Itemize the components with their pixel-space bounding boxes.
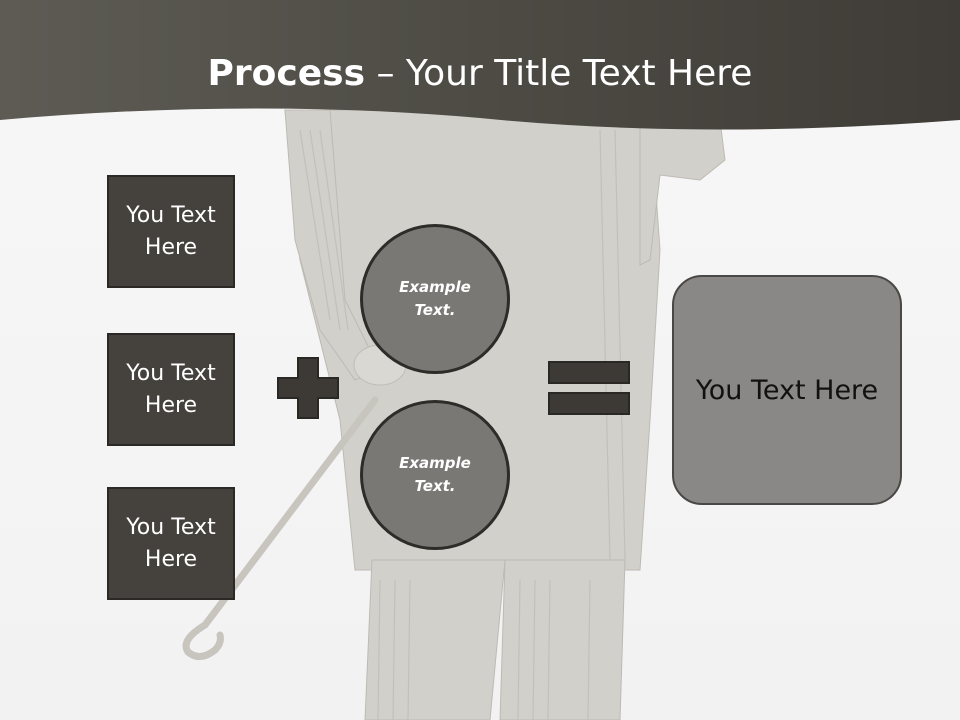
plus-icon bbox=[277, 357, 339, 419]
input-box-3-label: You Text Here bbox=[126, 514, 216, 572]
input-box-1: You Text Here bbox=[107, 175, 235, 288]
title-rest: – Your Title Text Here bbox=[365, 53, 753, 94]
input-box-2-label: You Text Here bbox=[126, 360, 216, 418]
example-circle-2-label: Example Text. bbox=[399, 454, 471, 495]
page-title: Process – Your Title Text Here bbox=[0, 48, 960, 100]
result-box-label: You Text Here bbox=[695, 374, 879, 406]
example-circle-2: Example Text. bbox=[360, 400, 510, 550]
equals-icon bbox=[548, 361, 630, 415]
input-box-2: You Text Here bbox=[107, 333, 235, 446]
example-circle-1: Example Text. bbox=[360, 224, 510, 374]
input-box-1-label: You Text Here bbox=[126, 202, 216, 260]
header-band bbox=[0, 0, 960, 130]
example-circle-1-label: Example Text. bbox=[399, 278, 471, 319]
input-box-3: You Text Here bbox=[107, 487, 235, 600]
result-box: You Text Here bbox=[672, 275, 902, 505]
title-bold: Process bbox=[207, 53, 366, 94]
